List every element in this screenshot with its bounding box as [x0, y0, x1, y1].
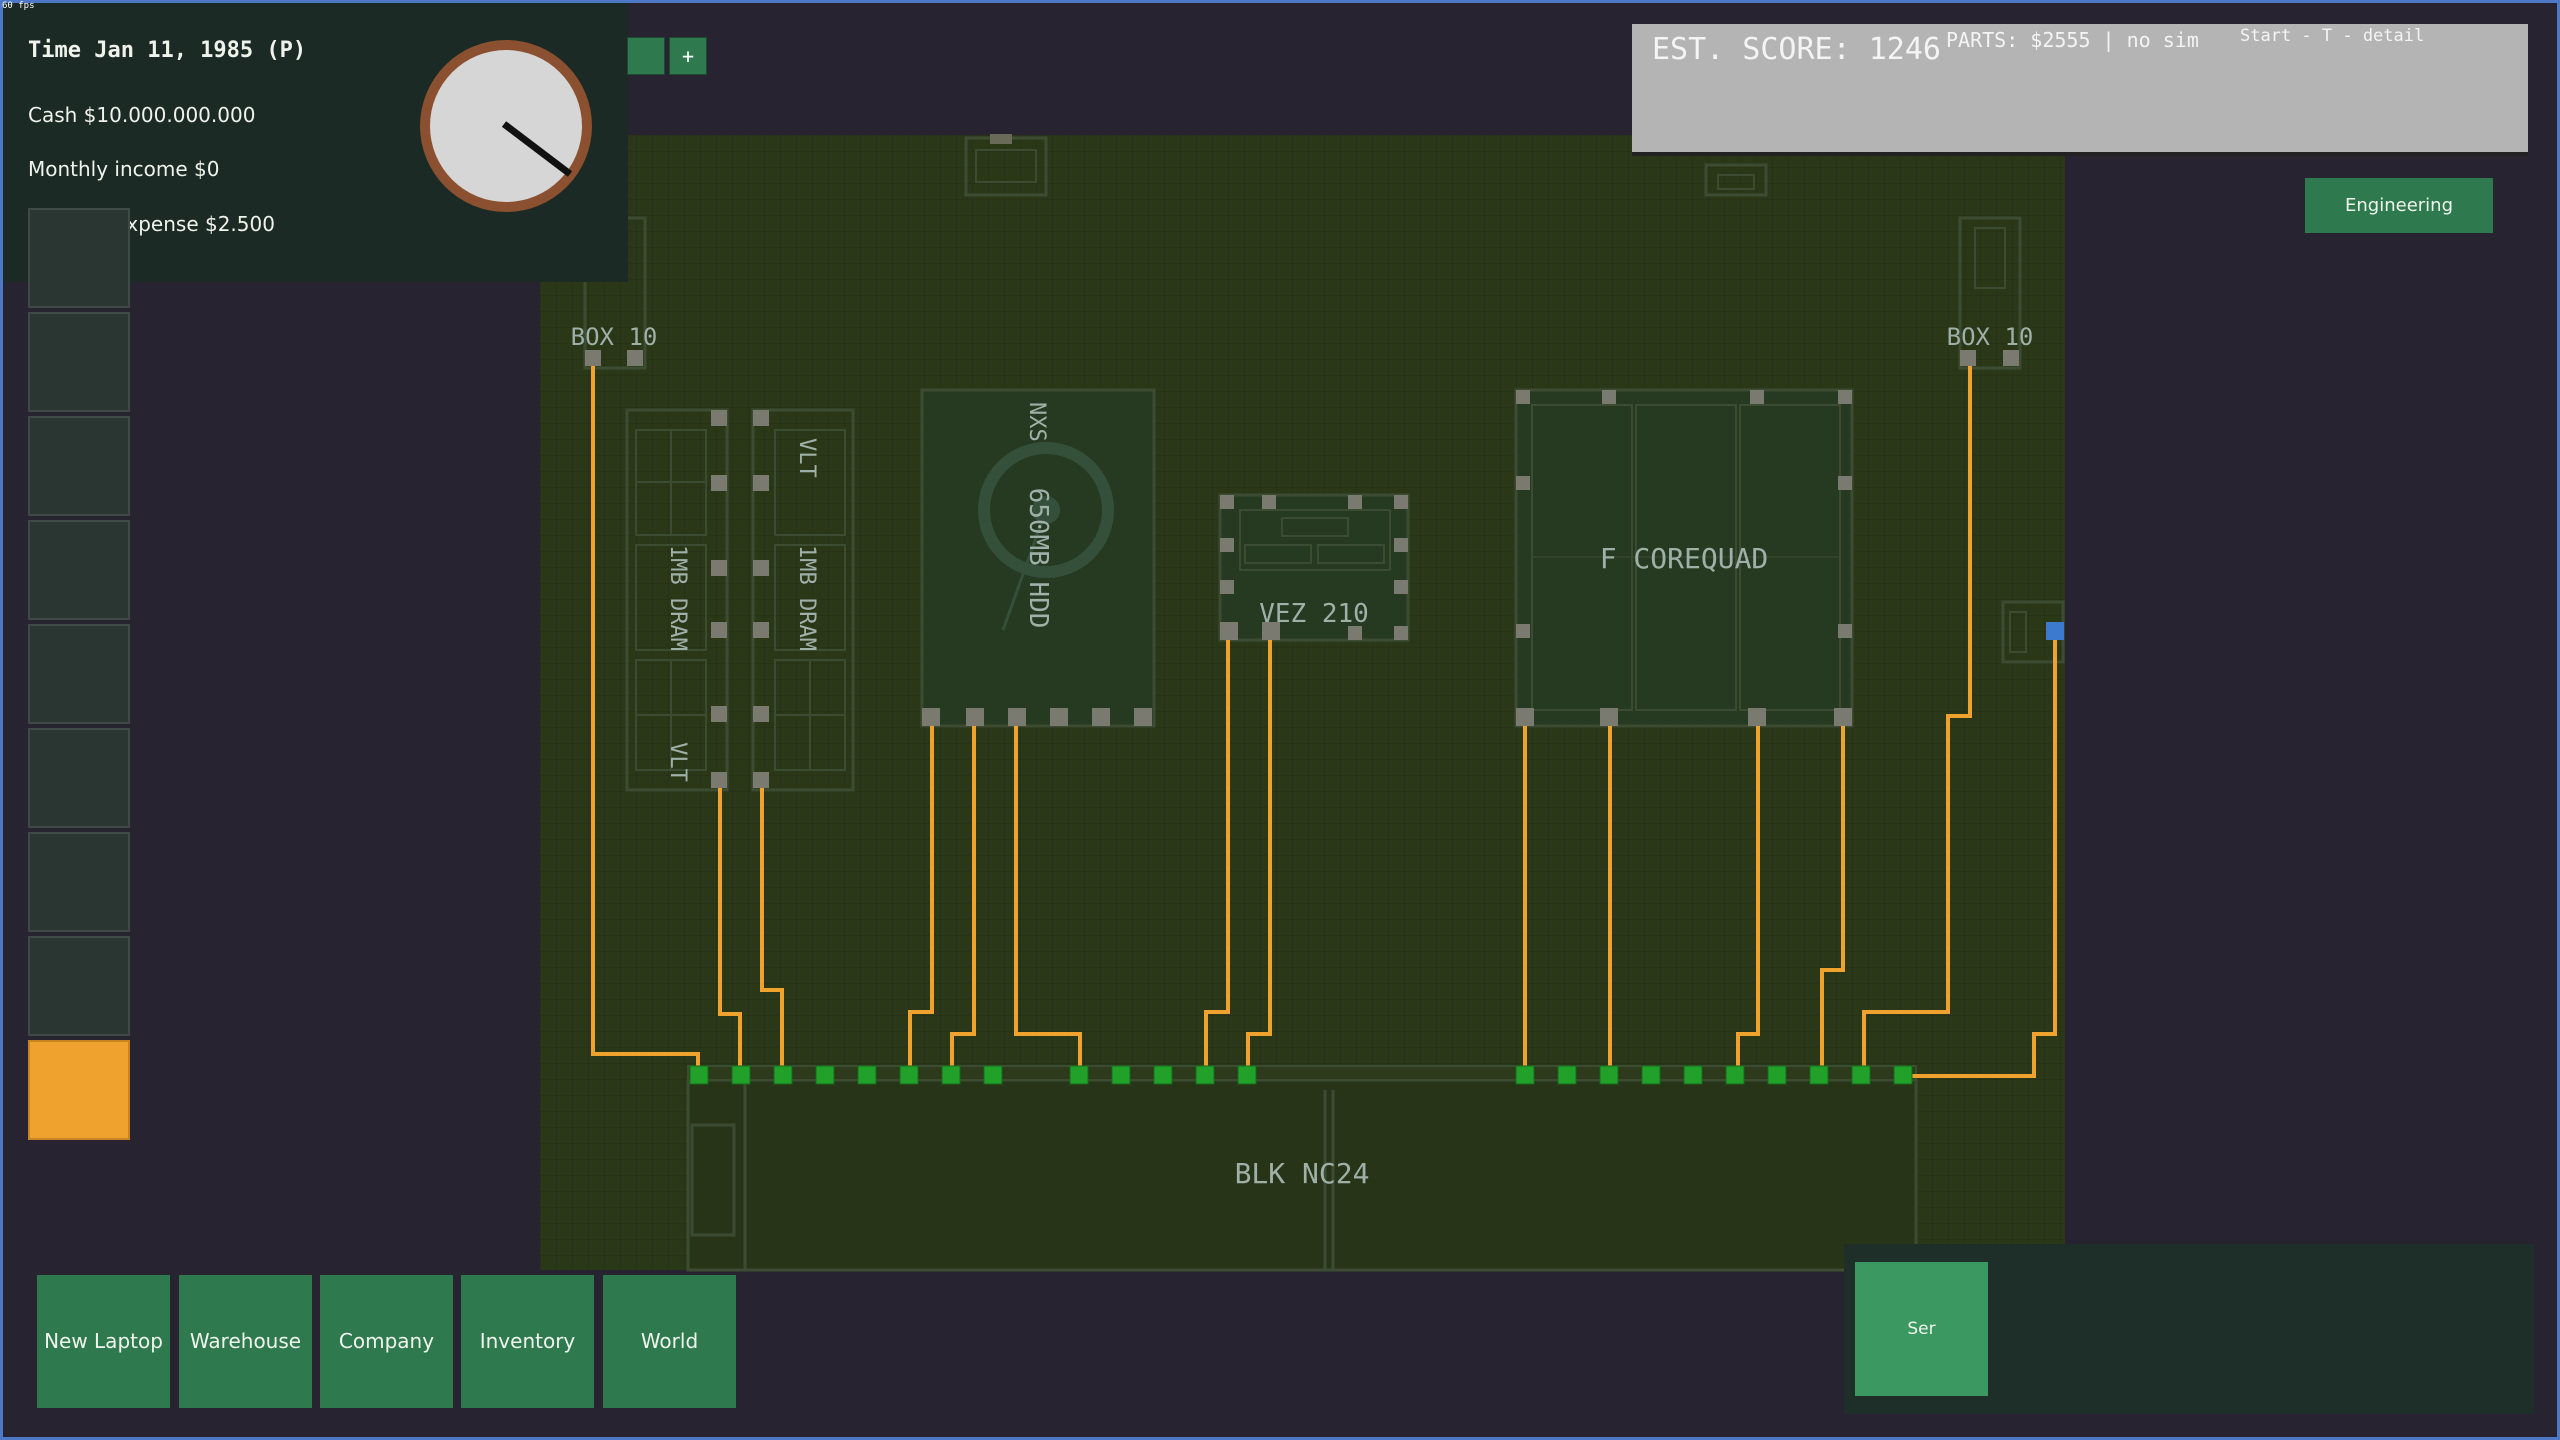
- tool-slot[interactable]: [28, 624, 130, 724]
- box-right-label: BOX 10: [1947, 323, 2034, 351]
- plus-button[interactable]: +: [669, 37, 707, 75]
- tool-slot[interactable]: [28, 520, 130, 620]
- monthly-income: Monthly income $0: [28, 157, 220, 181]
- clock-icon: [420, 40, 592, 212]
- engineering-button[interactable]: Engineering: [2305, 178, 2493, 233]
- tool-slot[interactable]: [28, 416, 130, 516]
- cpu-component: [1514, 388, 1854, 728]
- ram-a-label: 1MB DRAM: [665, 545, 690, 651]
- vlt-bottom-label: VLT: [665, 742, 690, 782]
- ram-module-b: [751, 408, 855, 792]
- warehouse-button[interactable]: Warehouse: [179, 1275, 312, 1408]
- hdd-label: 650MB HDD: [1023, 488, 1053, 629]
- ram-b-label: 1MB DRAM: [794, 545, 819, 651]
- hdd-brand-label: NXS: [1024, 402, 1049, 442]
- tool-slot[interactable]: [28, 832, 130, 932]
- tool-slot-column: [28, 208, 130, 1144]
- world-button[interactable]: World: [603, 1275, 736, 1408]
- tool-slot[interactable]: [28, 936, 130, 1036]
- controls-hint: Start - T - detail: [2240, 26, 2425, 46]
- bottom-right-panel: Ser: [1844, 1244, 2534, 1414]
- chip-component: [1218, 493, 1410, 642]
- box-right: [1958, 216, 2022, 370]
- estimated-score: EST. SCORE: 1246: [1652, 32, 1941, 67]
- tool-slot-active[interactable]: [28, 1040, 130, 1140]
- wires: [591, 366, 2057, 1078]
- top-connector-right: [1704, 163, 1768, 197]
- ser-button[interactable]: Ser: [1855, 1262, 1988, 1396]
- fps-counter: 60 fps: [2, 1, 35, 11]
- status-panel: Time Jan 11, 1985 (P) Cash $10.000.000.0…: [0, 0, 628, 282]
- ram-module-a: [625, 408, 729, 792]
- box-left-label: BOX 10: [571, 323, 658, 351]
- score-panel: EST. SCORE: 1246 PARTS: $2555 | no sim S…: [1632, 24, 2528, 156]
- pause-button[interactable]: [627, 37, 665, 75]
- top-connector-left: [964, 136, 1048, 197]
- tool-slot[interactable]: [28, 728, 130, 828]
- tool-slot[interactable]: [28, 312, 130, 412]
- new-laptop-button[interactable]: New Laptop: [37, 1275, 170, 1408]
- company-button[interactable]: Company: [320, 1275, 453, 1408]
- cash-display: Cash $10.000.000.000: [28, 103, 256, 127]
- cpu-label: F COREQUAD: [1600, 542, 1769, 575]
- vlt-top-label: VLT: [794, 438, 819, 478]
- parts-cost: PARTS: $2555 | no sim: [1946, 28, 2199, 52]
- tool-slot[interactable]: [28, 208, 130, 308]
- motherboard-label: BLK NC24: [1235, 1157, 1370, 1190]
- motherboard-pins: [689, 1065, 1913, 1085]
- game-time: Time Jan 11, 1985 (P): [28, 38, 307, 63]
- inventory-button[interactable]: Inventory: [461, 1275, 594, 1408]
